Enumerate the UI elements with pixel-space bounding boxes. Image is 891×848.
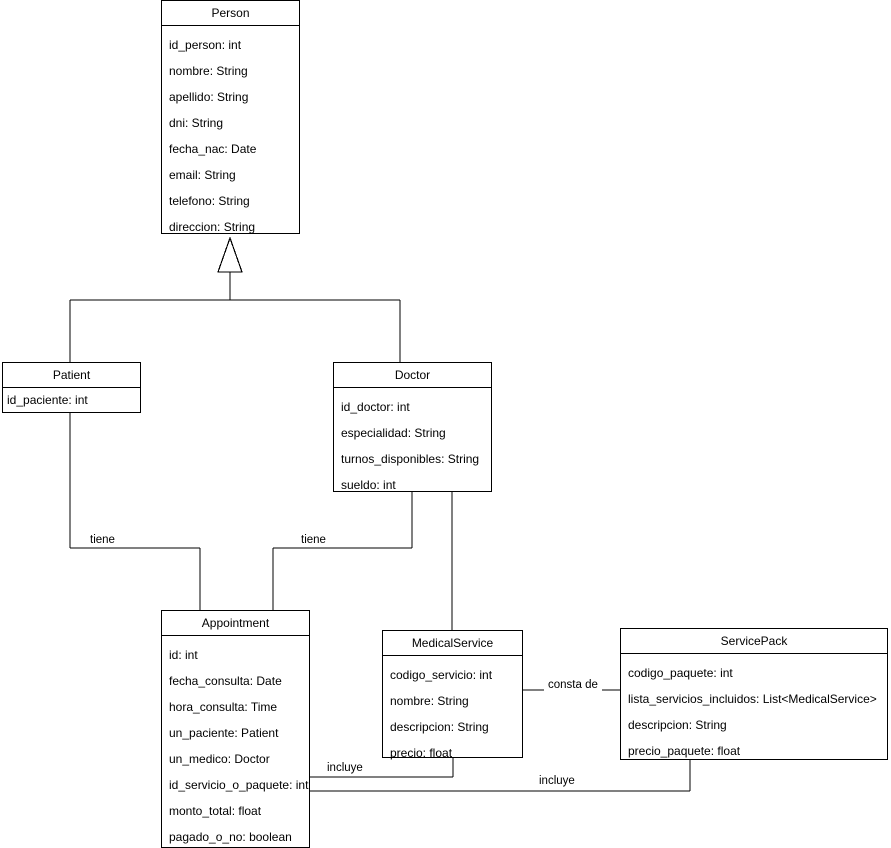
attribute-row: id_paciente: int	[7, 393, 88, 407]
class-attributes-person: id_person: int nombre: String apellido: …	[162, 26, 299, 246]
attribute-row: descripcion: String	[390, 720, 489, 734]
attribute-row: monto_total: float	[169, 804, 262, 818]
edge-label-incluye-medicalservice: incluye	[323, 762, 367, 775]
attribute-row: turnos_disponibles: String	[341, 452, 480, 466]
attribute-row: pagado_o_no: boolean	[169, 830, 292, 844]
attribute-row: sueldo: int	[341, 478, 396, 492]
class-title-person: Person	[162, 1, 299, 26]
class-box-appointment[interactable]: Appointment id: int fecha_consulta: Date…	[161, 610, 310, 848]
attribute-row: nombre: String	[390, 694, 469, 708]
attribute-row: id_person: int	[169, 38, 242, 52]
class-title-patient: Patient	[3, 363, 140, 388]
attribute-row: codigo_paquete: int	[628, 666, 733, 680]
edge-label-incluye-servicepack: incluye	[535, 775, 579, 788]
edge-label-tiene-doctor: tiene	[297, 534, 330, 547]
attribute-row: precio_paquete: float	[628, 744, 741, 758]
attribute-row: especialidad: String	[341, 426, 446, 440]
class-title-doctor: Doctor	[334, 363, 491, 388]
attribute-row: id_servicio_o_paquete: int	[169, 778, 309, 792]
association-line-patient-appointment	[69, 412, 201, 610]
attribute-row: codigo_servicio: int	[390, 668, 493, 682]
association-line-doctor-appointment	[272, 491, 413, 610]
attribute-row: un_paciente: Patient	[169, 726, 279, 740]
class-attributes-patient: id_paciente: int	[3, 388, 140, 413]
class-box-doctor[interactable]: Doctor id_doctor: int especialidad: Stri…	[333, 362, 492, 492]
class-title-medicalservice: MedicalService	[383, 631, 522, 656]
attribute-row: descripcion: String	[628, 718, 727, 732]
attribute-row: id: int	[169, 648, 198, 662]
attribute-row: apellido: String	[169, 90, 249, 104]
class-box-medicalservice[interactable]: MedicalService codigo_servicio: int nomb…	[382, 630, 523, 760]
attribute-row: fecha_consulta: Date	[169, 674, 282, 688]
generalization-line-person	[69, 272, 401, 362]
attribute-row: fecha_nac: Date	[169, 142, 257, 156]
class-attributes-medicalservice: codigo_servicio: int nombre: String desc…	[383, 656, 522, 772]
attribute-row: direccion: String	[169, 220, 256, 234]
attribute-row: dni: String	[169, 116, 224, 130]
class-box-patient[interactable]: Patient id_paciente: int	[2, 362, 141, 413]
attribute-row: lista_servicios_incluidos: List<MedicalS…	[628, 692, 877, 706]
attribute-row: id_doctor: int	[341, 400, 410, 414]
class-attributes-appointment: id: int fecha_consulta: Date hora_consul…	[162, 636, 309, 848]
class-attributes-doctor: id_doctor: int especialidad: String turn…	[334, 388, 491, 504]
edge-label-tiene-patient: tiene	[86, 534, 119, 547]
attribute-row: telefono: String	[169, 194, 250, 208]
class-box-person[interactable]: Person id_person: int nombre: String ape…	[161, 0, 300, 234]
attribute-row: precio: float	[390, 746, 453, 760]
class-title-appointment: Appointment	[162, 611, 309, 636]
attribute-row: nombre: String	[169, 64, 248, 78]
class-attributes-servicepack: codigo_paquete: int lista_servicios_incl…	[621, 654, 887, 770]
attribute-row: email: String	[169, 168, 236, 182]
attribute-row: un_medico: Doctor	[169, 752, 270, 766]
attribute-row: hora_consulta: Time	[169, 700, 278, 714]
class-title-servicepack: ServicePack	[621, 629, 887, 654]
edge-label-consta-de: consta de	[544, 679, 602, 692]
class-box-servicepack[interactable]: ServicePack codigo_paquete: int lista_se…	[620, 628, 888, 760]
